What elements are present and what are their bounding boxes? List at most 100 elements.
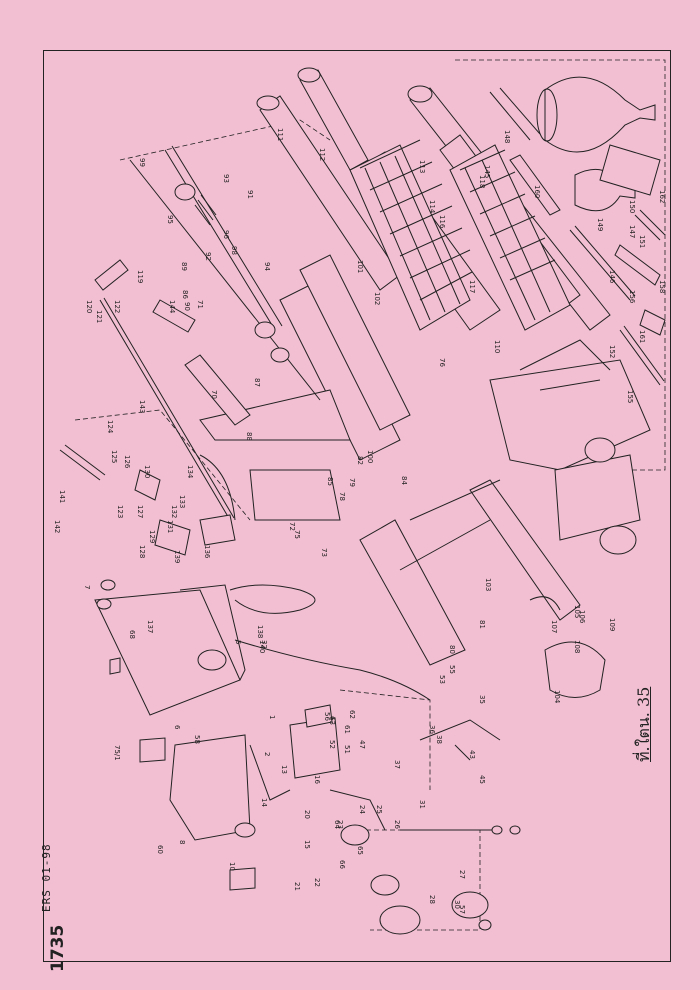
callout-number: 120: [85, 300, 93, 313]
callout-number: 62: [348, 710, 356, 719]
callout-number: 10: [228, 862, 236, 871]
callout-number: 99: [138, 158, 146, 167]
callout-number: 96: [222, 230, 230, 239]
callout-number: 95: [166, 215, 174, 224]
callout-number: 137: [146, 620, 154, 633]
callout-number: 111: [276, 128, 284, 141]
diagram-frame: [43, 50, 671, 962]
callout-number: 6: [173, 725, 181, 730]
part-outlines: [59, 59, 666, 935]
mesh-cylinder-a: [349, 139, 473, 331]
callout-number: 112: [318, 148, 326, 161]
callout-number: 123: [116, 505, 124, 518]
callout-number: 147: [628, 225, 636, 238]
callout-number: 119: [136, 270, 144, 283]
callout-number: 105: [573, 605, 581, 618]
callout-number: 89: [180, 262, 188, 271]
callout-number: 38: [435, 735, 443, 744]
callout-number: 122: [113, 300, 121, 313]
callout-number: 76: [438, 358, 446, 367]
callout-number: 158: [658, 280, 666, 293]
callout-number: 66: [338, 860, 346, 869]
callout-number: 79: [348, 478, 356, 487]
callout-number: 134: [186, 465, 194, 479]
callout-number: 108: [573, 640, 581, 653]
callout-number: 144: [168, 300, 176, 314]
callout-number: 125: [110, 450, 118, 463]
callout-number: 118: [478, 175, 486, 188]
callout-number: 52: [328, 740, 336, 749]
document-code: ERS 01-98: [40, 843, 53, 912]
callout-number: 124: [106, 420, 114, 434]
callout-number: 57: [458, 905, 466, 914]
callout-number: 140: [258, 640, 266, 653]
callout-number: 103: [484, 578, 492, 591]
callout-number: 128: [138, 545, 146, 558]
callout-number: 8: [178, 840, 186, 844]
callout-number: 90: [183, 302, 191, 311]
callout-number: 126: [123, 455, 131, 469]
callout-number: 160: [533, 185, 541, 198]
callout-number: 104: [553, 690, 561, 704]
callout-number: 26: [393, 820, 401, 829]
callout-number: 72: [288, 522, 296, 531]
callout-number: 78: [338, 492, 346, 501]
callout-number: 143: [138, 400, 146, 413]
callout-number: 161: [638, 330, 646, 343]
callout-number: 75/1: [113, 745, 121, 761]
callout-number: 81: [478, 620, 486, 629]
callout-number: 88: [245, 432, 253, 441]
callout-number: 2: [263, 752, 271, 756]
callout-number: 102: [373, 292, 381, 305]
callout-number: 106: [578, 610, 586, 624]
callout-number: 21: [293, 882, 301, 891]
callout-number: 73: [320, 548, 328, 557]
callout-number: 141: [58, 490, 66, 503]
callout-number: 116: [438, 215, 446, 229]
callout-number: 80: [448, 645, 456, 654]
callout-number: 94: [263, 262, 271, 271]
callout-number: 82: [356, 456, 364, 465]
callout-number: 65: [356, 846, 364, 855]
callout-number: 20: [303, 810, 311, 819]
callout-number: 47: [358, 740, 366, 749]
callout-number: 13: [280, 765, 288, 774]
callout-number: 7: [83, 585, 91, 589]
callout-number: 61: [343, 725, 351, 734]
callout-number: 151: [638, 235, 646, 248]
callout-number: 25: [375, 805, 383, 814]
callout-number: 35: [478, 695, 486, 704]
callout-number: 16: [313, 775, 321, 784]
callout-number: 92: [204, 252, 212, 261]
callout-number: 121: [95, 310, 103, 323]
callout-number: 15: [303, 840, 311, 849]
callout-number: 113: [418, 160, 426, 173]
callout-number: 31: [418, 800, 426, 809]
callout-number: 68: [128, 630, 136, 639]
callout-number: 84: [400, 476, 408, 485]
callout-number: 24: [358, 805, 366, 814]
callout-number: 63: [328, 716, 336, 725]
callout-number: 142: [53, 520, 61, 533]
callout-number: 43: [468, 750, 476, 759]
page-stamp: 1735: [48, 924, 68, 972]
callout-number: 22: [313, 878, 321, 887]
callout-number: 138: [256, 625, 264, 638]
callout-number: 51: [343, 745, 351, 754]
callout-number: 93: [222, 174, 230, 183]
callout-number: 87: [253, 378, 261, 387]
callout-number: 101: [356, 260, 364, 273]
callout-number: 152: [608, 345, 616, 358]
callout-number: 132: [170, 505, 178, 518]
callout-number: 36: [428, 725, 436, 734]
callout-number: 91: [246, 190, 254, 199]
callout-number: 146: [608, 270, 616, 284]
callout-number: 162: [658, 190, 666, 203]
callout-number: 98: [230, 246, 238, 255]
callout-number: 150: [628, 200, 636, 213]
callout-number: 107: [550, 620, 558, 633]
callout-number: 45: [478, 775, 486, 784]
callout-number: 23: [336, 820, 344, 829]
